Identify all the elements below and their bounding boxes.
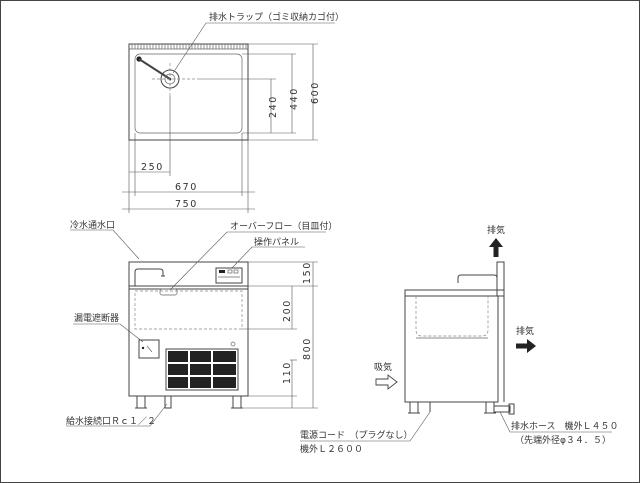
dim-670: 670 (175, 182, 198, 193)
dim-110: 110 (282, 361, 293, 384)
leakage-breaker-dot (141, 346, 145, 350)
overflow-label: オーバーフロー（目皿付） (230, 221, 337, 232)
front-grille (165, 348, 239, 391)
leakage-breaker-leader (73, 323, 144, 343)
drain-hose-end-icon (508, 403, 515, 415)
top-view-horizontal-dims (122, 96, 255, 213)
side-backsplash (496, 261, 505, 297)
front-basin-hidden (134, 290, 243, 330)
exhaust-right-arrow-icon (516, 339, 536, 353)
front-faucet-icon (134, 268, 164, 286)
faucet-spout (138, 58, 171, 80)
control-panel-label: 操作パネル (254, 236, 299, 248)
drain-hose-label: 排水ホース 機外Ｌ４５０ (511, 420, 619, 432)
cold-water-leader (70, 229, 140, 260)
drain-trap-leader (172, 22, 335, 74)
side-cabinet (404, 295, 499, 403)
side-faucet-icon (457, 274, 498, 286)
control-button-2 (233, 269, 239, 274)
leakage-breaker-label: 漏電遮断器 (74, 312, 119, 324)
control-panel-icon (215, 267, 243, 284)
exhaust-side-label: 排気 (516, 325, 534, 337)
front-indicator-icon (230, 341, 236, 347)
front-backsplash (128, 261, 249, 287)
dim-750: 750 (175, 199, 198, 210)
side-basin-hidden (415, 296, 489, 337)
front-leg-right (232, 395, 242, 409)
dim-250: 250 (141, 162, 164, 173)
supply-fitting-icon (164, 395, 172, 409)
leakage-breaker-icon (138, 339, 160, 359)
overflow-outlet-icon (159, 288, 178, 296)
top-view-outline (128, 43, 249, 141)
top-view-vertical-dims (200, 43, 318, 141)
supply-connection-label: 給水接続口Ｒｃ１／２ (66, 415, 156, 427)
drain-hose-fitting-icon (493, 405, 511, 413)
top-view: 排水トラップ（ゴミ収納カゴ付） 600 440 240 250 670 (122, 11, 344, 213)
side-leg-back (485, 401, 495, 414)
drain-hose-leader (499, 411, 612, 433)
front-cabinet (128, 285, 249, 397)
backsplash-hatch (129, 44, 248, 50)
intake-label: 吸気 (374, 361, 392, 373)
drain-hose-diameter: （先端外径φ３４．５） (515, 434, 611, 446)
dim-150: 150 (302, 261, 313, 284)
dim-200: 200 (282, 299, 293, 322)
front-view: 冷水通水口 オーバーフロー（目皿付） 操作パネル 漏電遮断器 給水接続口Ｒｃ１／… (66, 219, 337, 427)
power-cord-leader (300, 411, 431, 442)
control-panel-leader (231, 246, 305, 269)
control-button-1 (227, 269, 233, 274)
dim-600: 600 (310, 81, 321, 104)
sink-basin (134, 53, 243, 134)
front-view-dims (241, 261, 318, 409)
drain-trap-label: 排水トラップ（ゴミ収納カゴ付） (209, 11, 344, 23)
power-cord-label: 電源コード （プラグなし） (300, 429, 413, 441)
intake-arrow-icon (375, 374, 398, 390)
dim-240: 240 (268, 95, 279, 118)
overflow-leader (169, 231, 326, 291)
front-leg-left (136, 395, 146, 409)
exhaust-top-label: 排気 (487, 224, 505, 236)
control-display (219, 270, 225, 273)
side-leg-front (409, 401, 419, 414)
cold-water-label: 冷水通水口 (70, 219, 115, 231)
side-counter (404, 289, 505, 297)
leakage-breaker-switch (146, 345, 153, 353)
dim-440: 440 (289, 87, 300, 110)
side-view: 排気 排気 吸気 電源コード （プラグなし） 機外Ｌ２６００ 排水ホース 機外Ｌ… (300, 224, 619, 455)
power-cord-length: 機外Ｌ２６００ (300, 443, 363, 455)
supply-connection-leader (66, 403, 168, 427)
dim-800: 800 (302, 337, 313, 360)
exhaust-up-arrow-icon (489, 238, 503, 257)
